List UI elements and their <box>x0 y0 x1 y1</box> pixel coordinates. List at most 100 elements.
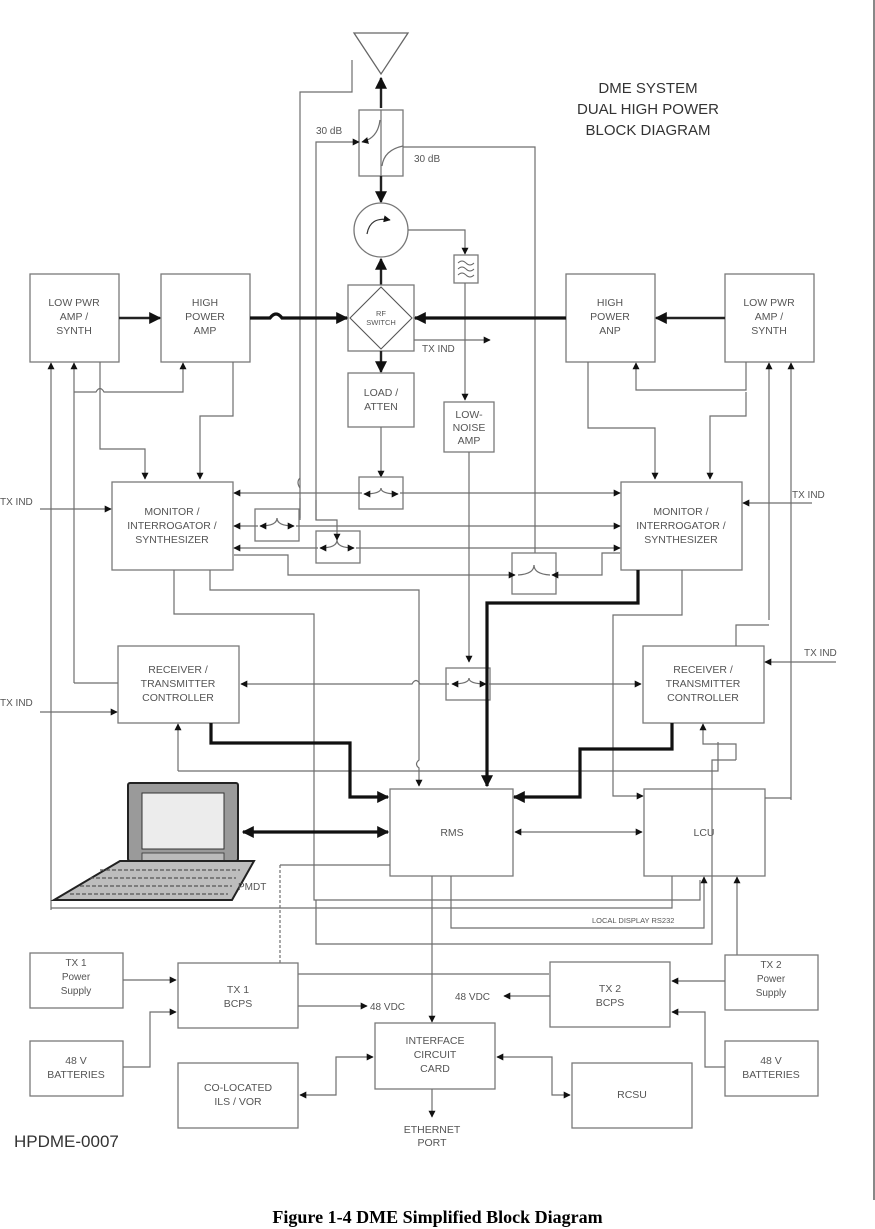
rtc-left-label-2: TRANSMITTER <box>141 678 216 690</box>
drawing-code: HPDME-0007 <box>14 1132 119 1151</box>
rf-switch-label-1: RF <box>376 309 386 318</box>
tx2-power-supply <box>724 954 819 1011</box>
tx2-ps-label-1: TX 2 <box>760 960 782 971</box>
hpa-left-label-3: AMP <box>194 325 217 337</box>
splitter-load <box>358 476 404 510</box>
colocated-label-2: ILS / VOR <box>214 1096 262 1108</box>
coupler-right-db-label: 30 dB <box>414 154 440 165</box>
ethernet-label-1: ETHERNET <box>404 1124 461 1136</box>
vdc-left-label: 48 VDC <box>370 1002 405 1013</box>
lna-label-2: NOISE <box>453 422 486 434</box>
antenna-icon <box>352 32 410 76</box>
rf-switch-label-2: SWITCH <box>366 318 396 327</box>
batt-left-label-2: BATTERIES <box>47 1069 105 1081</box>
load-atten-label-2: ATTEN <box>364 401 398 413</box>
rms-label: RMS <box>440 827 463 839</box>
tx2-ps-label-2: Power <box>757 974 786 985</box>
filter-icon <box>457 260 475 278</box>
hpa-right-label-1: HIGH <box>597 297 623 309</box>
rtc-left-tx-ind: TX IND <box>0 698 33 709</box>
batt-left-label-1: 48 V <box>65 1055 87 1067</box>
monitor-left-label-2: INTERROGATOR / <box>127 520 217 532</box>
monitor-right-label-1: MONITOR / <box>653 506 708 518</box>
rtc-left-label-3: CONTROLLER <box>142 692 214 704</box>
local-display-label: LOCAL DISPLAY RS232 <box>592 916 674 925</box>
rtc-right-label-2: TRANSMITTER <box>666 678 741 690</box>
rtc-right-tx-ind: TX IND <box>804 648 837 659</box>
receiver-transmitter-controller-right <box>642 645 765 724</box>
wire-antenna-left <box>299 60 353 520</box>
vdc-right-label: 48 VDC <box>455 992 490 1003</box>
hpa-left-label-2: POWER <box>185 311 225 323</box>
tx2-ps-label-3: Supply <box>756 988 787 999</box>
tx1-bcps-label-2: BCPS <box>224 998 253 1010</box>
interface-circuit-card <box>374 1022 496 1090</box>
tx1-ps-label-1: TX 1 <box>65 958 87 969</box>
title-line-2: DUAL HIGH POWER <box>577 101 719 118</box>
load-atten-label-1: LOAD / <box>364 387 399 399</box>
pmdt-laptop-icon <box>50 782 256 901</box>
page-edge-divider <box>873 0 875 1200</box>
batt-right-label-1: 48 V <box>760 1055 782 1067</box>
high-power-amp-left <box>160 273 251 363</box>
colocated-ils-vor <box>177 1062 299 1129</box>
monitor-interrogator-left <box>111 481 234 571</box>
lcu-label: LCU <box>693 827 714 839</box>
receiver-transmitter-controller-left <box>117 645 240 724</box>
lna-label-1: LOW- <box>455 409 483 421</box>
hpa-left-label-1: HIGH <box>192 297 218 309</box>
rtc-left-label-1: RECEIVER / <box>148 664 208 676</box>
colocated-label-1: CO-LOCATED <box>204 1082 272 1094</box>
lpa-left-label-1: LOW PWR <box>48 297 100 309</box>
icc-label-2: CIRCUIT <box>414 1049 457 1061</box>
lna-label-3: AMP <box>458 435 481 447</box>
monitor-right-label-3: SYNTHESIZER <box>644 534 718 546</box>
hpa-right-label-2: POWER <box>590 311 630 323</box>
ethernet-label-2: PORT <box>418 1137 448 1149</box>
hpa-right-label-3: ANP <box>599 325 621 337</box>
batt-right-label-2: BATTERIES <box>742 1069 800 1081</box>
rcsu-block <box>571 1062 693 1129</box>
rf-switch-tx-ind-label: TX IND <box>422 344 455 355</box>
lpa-right-label-1: LOW PWR <box>743 297 795 309</box>
rtc-right-label-1: RECEIVER / <box>673 664 733 676</box>
lpa-right-label-3: SYNTH <box>751 325 787 337</box>
tx1-ps-label-2: Power <box>62 972 91 983</box>
tx1-bcps <box>177 962 299 1029</box>
figure-caption: Figure 1-4 DME Simplified Block Diagram <box>272 1207 603 1227</box>
tx1-bcps-label-1: TX 1 <box>227 984 249 996</box>
batteries-right <box>724 1040 819 1097</box>
lpa-left-label-3: SYNTH <box>56 325 92 337</box>
tx1-power-supply <box>29 952 124 1009</box>
tx2-bcps-label-1: TX 2 <box>599 983 621 995</box>
lpa-left-label-2: AMP / <box>60 311 88 323</box>
monitor-left-tx-ind: TX IND <box>0 497 33 508</box>
low-pwr-amp-synth-right <box>724 273 815 363</box>
load-atten-block <box>347 372 415 428</box>
rtc-right-label-3: CONTROLLER <box>667 692 739 704</box>
monitor-right-tx-ind: TX IND <box>792 490 825 501</box>
monitor-left-label-3: SYNTHESIZER <box>135 534 209 546</box>
lcu-block <box>643 788 766 877</box>
tx1-ps-label-3: Supply <box>61 986 92 997</box>
title-line-3: BLOCK DIAGRAM <box>585 122 710 139</box>
high-power-amp-right <box>565 273 656 363</box>
rcsu-label: RCSU <box>617 1089 647 1101</box>
pmdt-label: PMDT <box>238 882 266 893</box>
circulator-icon <box>353 202 409 258</box>
coupler-left-db-label: 30 dB <box>316 126 342 137</box>
title-line-1: DME SYSTEM <box>598 80 697 97</box>
low-pwr-amp-synth-left <box>29 273 120 363</box>
lpa-right-label-2: AMP / <box>755 311 783 323</box>
splitter-coupler-right <box>315 530 361 564</box>
splitter-coupler-left <box>254 508 300 542</box>
tx2-bcps-label-2: BCPS <box>596 997 625 1009</box>
diagram-title: DME SYSTEM DUAL HIGH POWER BLOCK DIAGRAM <box>577 80 719 139</box>
batteries-left <box>29 1040 124 1097</box>
monitor-right-label-2: INTERROGATOR / <box>636 520 726 532</box>
tx2-bcps <box>549 961 671 1028</box>
splitter-combiner <box>511 552 557 595</box>
monitor-interrogator-right <box>620 481 743 571</box>
icc-label-1: INTERFACE <box>406 1035 465 1047</box>
